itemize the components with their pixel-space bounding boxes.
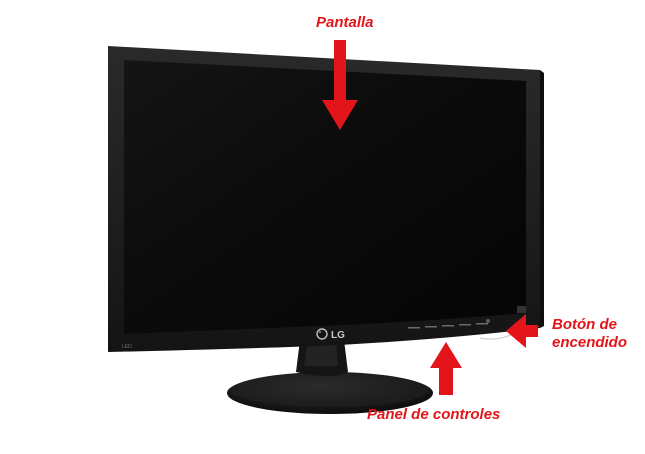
power-button-label-line2: encendido [552, 334, 628, 351]
control-panel-label: Panel de controles [367, 406, 501, 423]
screen-label: Pantalla [316, 14, 374, 31]
arrow-left-icon [506, 314, 538, 348]
arrow-up-icon [430, 342, 462, 395]
bezel-tag: LED [122, 344, 132, 350]
screen-panel [124, 60, 526, 334]
lg-logo-icon: LG [316, 328, 345, 341]
control-panel [408, 323, 488, 329]
power-button-label: Botón de encendido [552, 316, 627, 352]
power-button-label-line1: Botón de [552, 316, 617, 333]
brand-logo-text: LG [331, 330, 345, 341]
arrow-down-icon [322, 40, 358, 130]
